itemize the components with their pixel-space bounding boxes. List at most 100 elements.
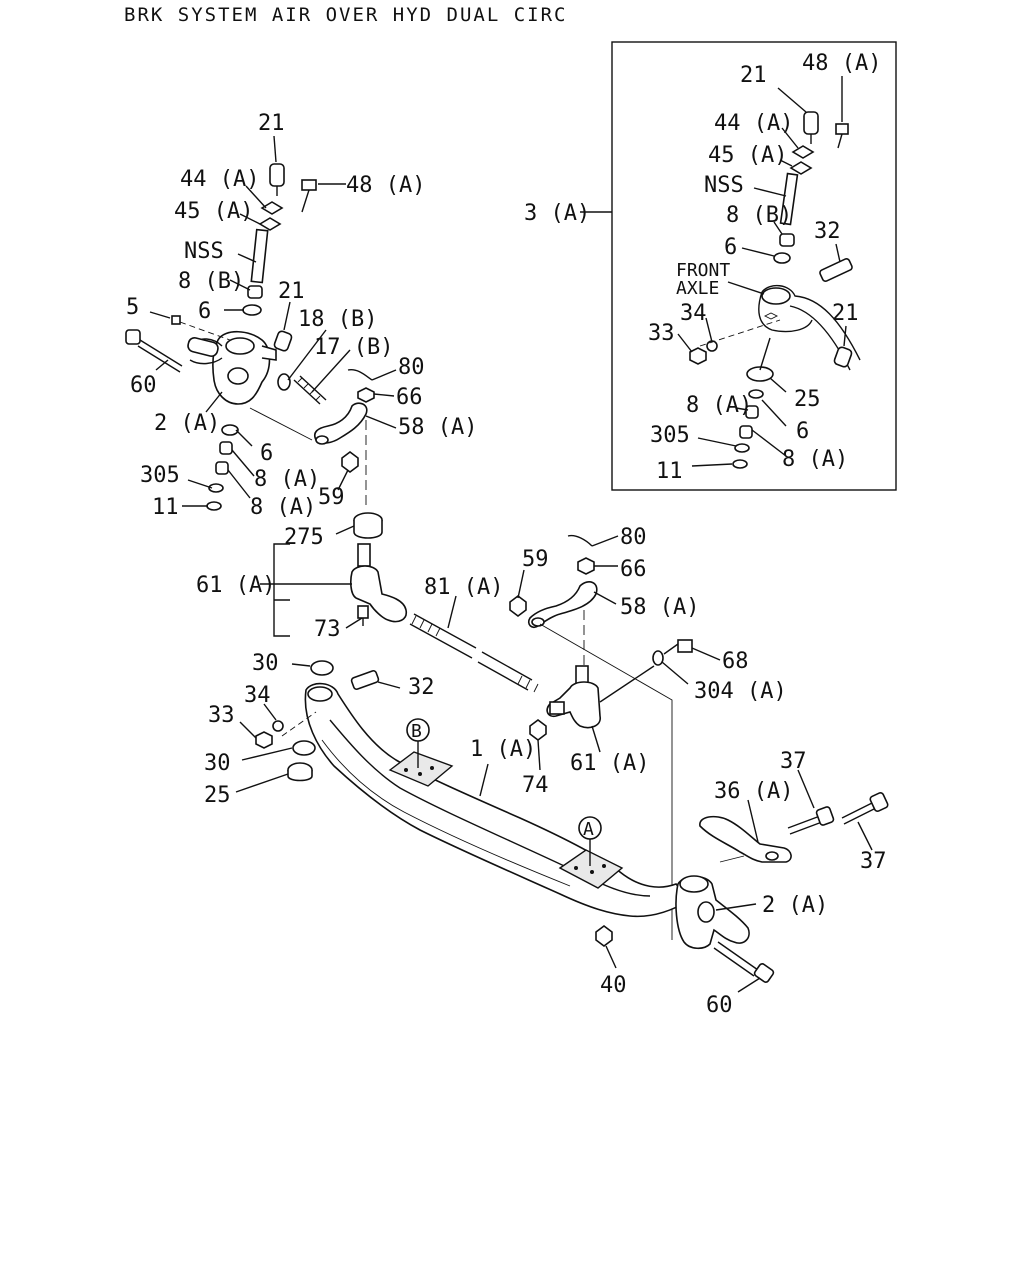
nut-33 (255, 731, 273, 749)
cotter-pin-80 (347, 368, 373, 381)
label-1a: 1 (A) (470, 737, 536, 762)
inset-frame (611, 41, 897, 491)
inset-bushing-8a2 (739, 425, 753, 439)
label-68: 68 (722, 649, 749, 674)
right-knuckle-assembly: 37 36 (A) 2 (A) 37 40 60 (595, 749, 889, 1018)
bracket-61a (273, 543, 290, 637)
nut-66-right (577, 557, 595, 575)
inset-label-21b: 21 (832, 301, 859, 326)
nut-59-right (509, 595, 527, 617)
inset-label-34: 34 (680, 301, 707, 326)
inset-label-front: FRONT (676, 260, 730, 281)
plate-45-top (258, 217, 282, 231)
left-knuckle-assembly: 21 44 (A) 48 (A) 45 (A) NSS 8 (B) 5 6 21… (125, 111, 477, 550)
inset-nut-33 (689, 347, 707, 365)
washer-304a (652, 650, 664, 666)
label-305-left: 305 (140, 463, 180, 488)
label-33: 33 (208, 703, 235, 728)
inset-label-21: 21 (740, 63, 767, 88)
grease-fitting-73 (357, 605, 369, 626)
label-58a-right: 58 (A) (620, 595, 699, 620)
inset-label-nss: NSS (704, 173, 744, 198)
inset-plate-44 (791, 145, 815, 159)
inset-axle-end (758, 285, 861, 371)
inset-bushing-8b (779, 233, 795, 247)
label-21-top: 21 (258, 111, 285, 136)
label-37-top: 37 (780, 749, 807, 774)
label-60-right: 60 (706, 993, 733, 1018)
inset-pin-32 (819, 257, 853, 283)
inset-kingpin (779, 172, 799, 226)
steering-arm-36a (699, 815, 792, 863)
left-end-parts: 30 32 34 33 30 25 (204, 651, 435, 808)
fitting-21-side (273, 330, 293, 352)
bolt-37-a (787, 806, 835, 835)
ref-b-letter: B (411, 721, 422, 742)
bolt-37-b (841, 791, 889, 825)
pin-32 (350, 669, 380, 691)
inset-shim-305 (734, 443, 750, 453)
inset-bolt-48 (835, 123, 849, 149)
tie-rod-end-61a-left (350, 543, 408, 623)
tie-rod-assembly: 61 (A) 73 81 (A) 59 80 66 58 (A) 68 304 … (196, 525, 787, 940)
label-66-right: 66 (620, 557, 647, 582)
knuckle-2a (187, 330, 277, 405)
inset-label-6: 6 (724, 235, 737, 260)
inset-seal-11 (732, 459, 748, 469)
inset-label-32: 32 (814, 219, 841, 244)
spring-pad-a (558, 849, 624, 889)
inset-label-8b: 8 (B) (726, 203, 792, 228)
label-59-left: 59 (318, 485, 345, 510)
washer-25 (287, 762, 313, 782)
label-304a: 304 (A) (694, 679, 787, 704)
inset-fitting-21b (833, 346, 853, 368)
nut-40 (595, 925, 613, 947)
nut-59 (341, 451, 359, 473)
bolt-68 (663, 639, 693, 655)
seal-11 (206, 501, 222, 511)
label-74: 74 (522, 773, 549, 798)
inset-label-axle: AXLE (676, 278, 719, 299)
inset-label-25: 25 (794, 387, 821, 412)
inset-label-8a2: 8 (A) (782, 447, 848, 472)
knuckle-2a-right (675, 875, 750, 950)
stud-17b (293, 375, 327, 405)
label-17b: 17 (B) (314, 335, 393, 360)
label-5: 5 (126, 295, 139, 320)
bushing-8a-2 (215, 461, 229, 475)
label-8b-left: 8 (B) (178, 269, 244, 294)
label-61a-left: 61 (A) (196, 573, 275, 598)
label-6-top: 6 (198, 299, 211, 324)
inset-label-8a1: 8 (A) (686, 393, 752, 418)
washer-6-bottom (221, 424, 239, 436)
tie-rod-81a (409, 613, 539, 693)
label-275: 275 (284, 525, 324, 550)
inset-label-44a: 44 (A) (714, 111, 793, 136)
cotter-pin-80-right (567, 534, 593, 547)
diagram-title: BRK SYSTEM AIR OVER HYD DUAL CIRC (124, 4, 568, 26)
inset-label-6b: 6 (796, 419, 809, 444)
label-36a: 36 (A) (714, 779, 793, 804)
bushing-8b (247, 285, 263, 299)
label-32: 32 (408, 675, 435, 700)
bushing-8a-1 (219, 441, 233, 455)
label-61a-right: 61 (A) (570, 751, 649, 776)
inset-plate-45 (789, 161, 813, 175)
inset-label-48a: 48 (A) (802, 51, 881, 76)
label-40: 40 (600, 973, 627, 998)
label-25: 25 (204, 783, 231, 808)
bushing-18b (277, 373, 291, 391)
label-11-left: 11 (152, 495, 179, 520)
ref-a-letter: A (583, 819, 594, 840)
label-8a-left-2: 8 (A) (250, 495, 316, 520)
label-8a-left-1: 8 (A) (254, 467, 320, 492)
label-60-left: 60 (130, 373, 157, 398)
bolt-60-left (125, 329, 183, 373)
label-66-left: 66 (396, 385, 423, 410)
label-81a: 81 (A) (424, 575, 503, 600)
inset-washer-6 (773, 252, 791, 264)
tie-rod-end-61a-right (546, 665, 601, 729)
bolt-60-right (713, 941, 775, 983)
label-2a-right: 2 (A) (762, 893, 828, 918)
